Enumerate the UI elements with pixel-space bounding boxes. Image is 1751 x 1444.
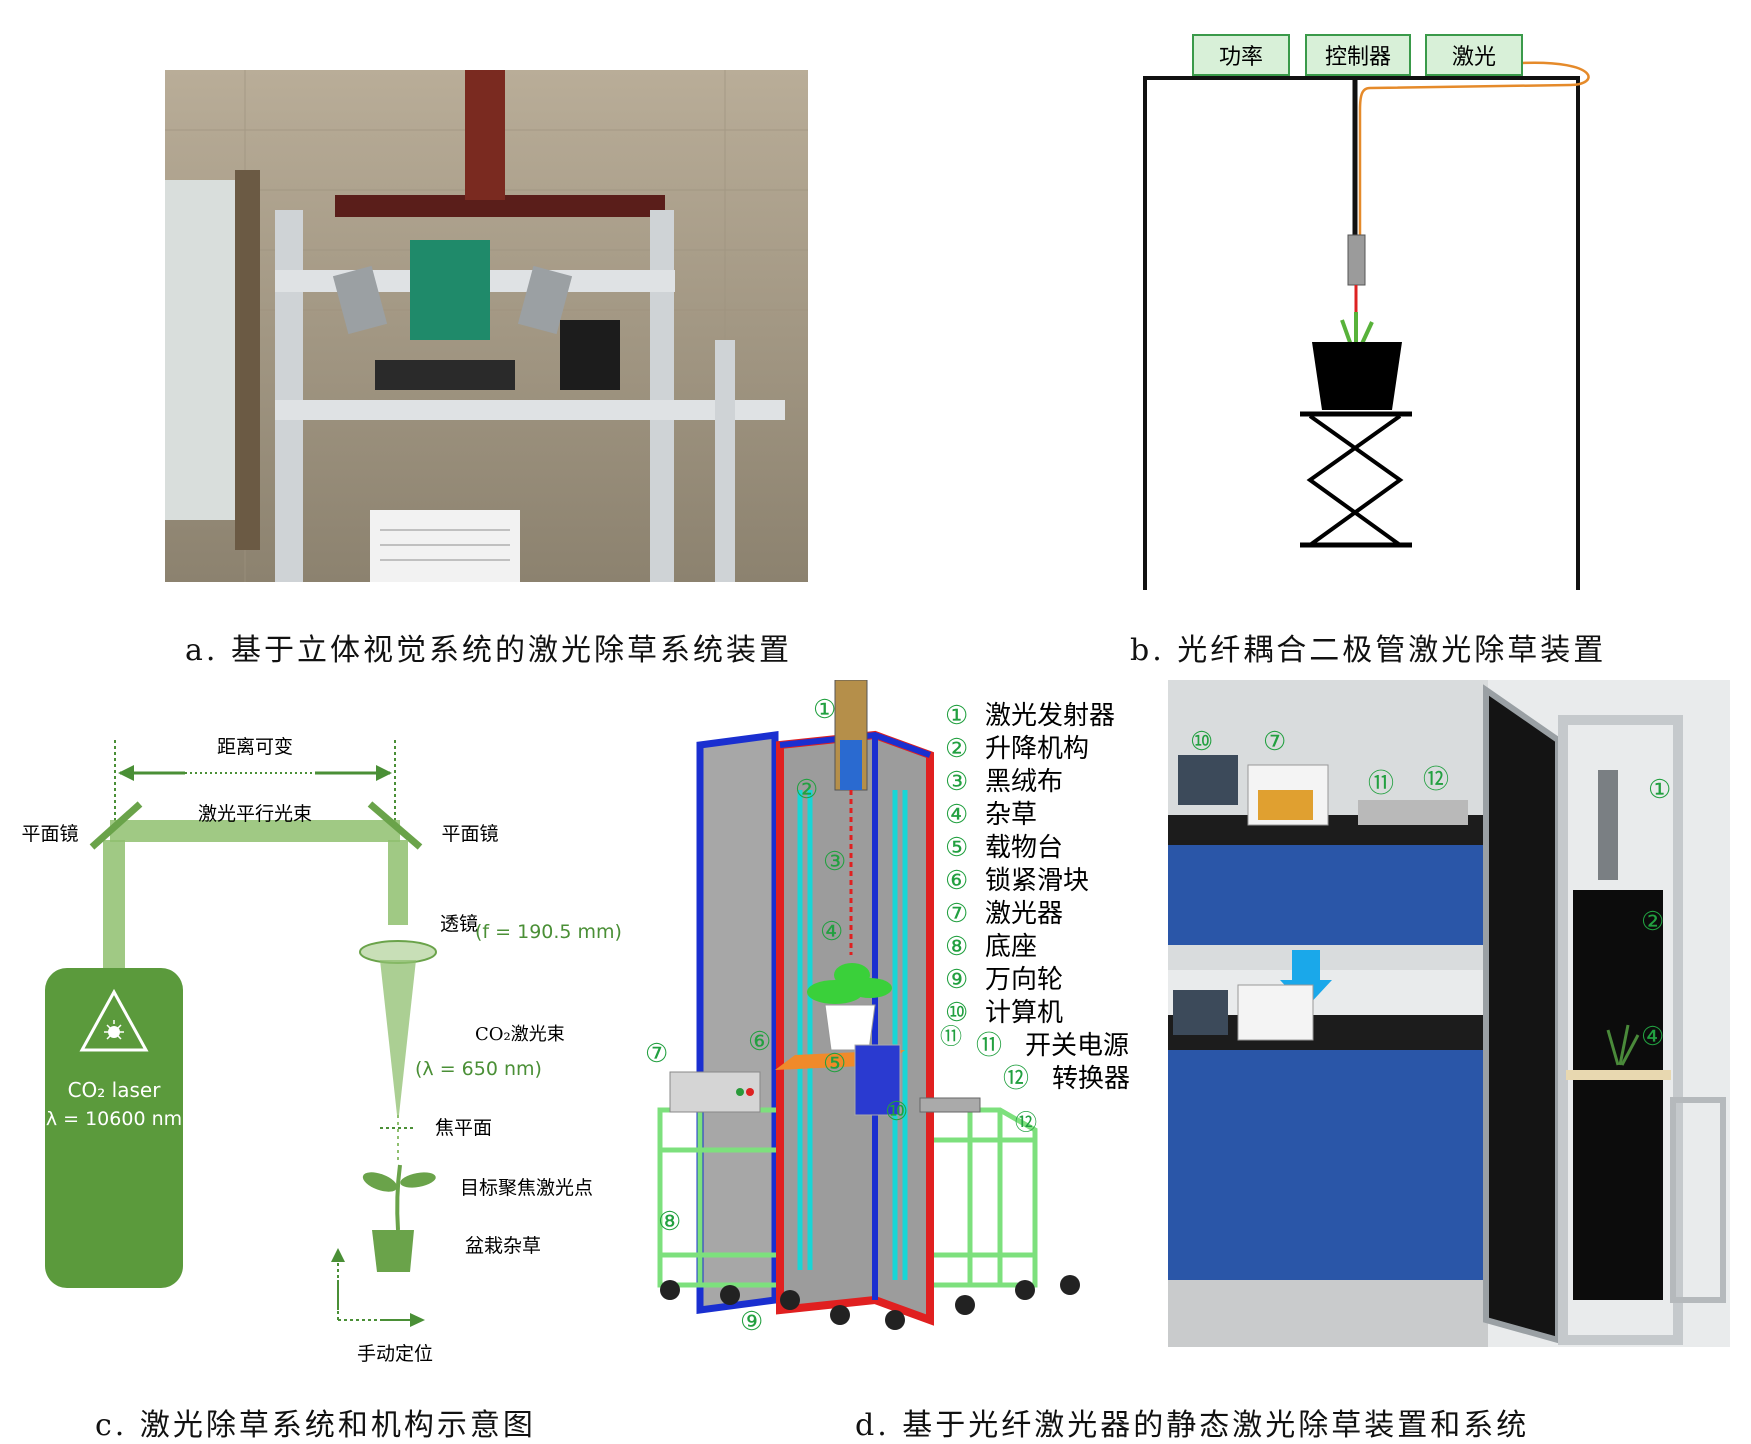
svg-text:平面镜: 平面镜 [441, 823, 498, 845]
laser-warning-icon [79, 988, 149, 1052]
laser-name: CO₂ laser [68, 1078, 162, 1102]
svg-text:④: ④ [1641, 1022, 1664, 1052]
pot [1312, 342, 1402, 410]
panel-d-model: ① ② ③ ④ ⑤ ⑥ ⑦ ⑧ ⑨ ⑩ ⑪ ⑫ [640, 679, 1150, 1345]
focal-length: (f = 190.5 mm) [475, 921, 622, 943]
svg-text:⑧: ⑧ [945, 932, 968, 962]
beam-wavelength: (λ = 650 nm) [415, 1058, 542, 1080]
focal-plane-label: 焦平面 [435, 1117, 492, 1139]
laser-unit [669, 1071, 761, 1113]
svg-text:④: ④ [820, 917, 843, 947]
svg-text:计算机: 计算机 [985, 998, 1063, 1028]
black-curtain-door [1483, 684, 1561, 1344]
panel-d-photo: ⑩ ⑦ ⑪ ⑫ ① ② ④ [1168, 680, 1730, 1347]
potted-weed-label: 盆栽杂草 [465, 1235, 541, 1257]
svg-text:⑧: ⑧ [658, 1207, 681, 1237]
model-markers: ① ② ③ ④ ⑤ ⑥ ⑦ ⑧ ⑨ ⑩ ⑪ ⑫ [645, 695, 1037, 1337]
svg-text:⑥: ⑥ [945, 866, 968, 896]
svg-text:③: ③ [823, 847, 846, 877]
svg-text:开关电源: 开关电源 [1025, 1031, 1129, 1061]
svg-text:万向轮: 万向轮 [985, 965, 1063, 995]
panel-c-schematic: 距离可变 平面镜 平面镜 激光平行光束 透镜 (f = 190.5 mm) CO… [0, 720, 650, 1370]
casters [660, 1275, 1080, 1330]
svg-text:②: ② [1641, 907, 1664, 937]
caption-b: b. 光纤耦合二极管激光除草装置 [1130, 633, 1607, 668]
svg-text:⑩: ⑩ [885, 1097, 908, 1127]
target-point-label: 目标聚焦激光点 [460, 1177, 593, 1199]
svg-text:⑦: ⑦ [1263, 727, 1286, 757]
lift-columns [797, 790, 908, 1280]
svg-text:⑪: ⑪ [976, 1031, 1002, 1061]
box-controller: 控制器 [1305, 34, 1411, 76]
caption-c: c. 激光除草系统和机构示意图 [95, 1408, 536, 1443]
model-computer [854, 1044, 901, 1116]
laser-wavelength: (λ = 10600 nm) [38, 1108, 189, 1130]
svg-text:⑫: ⑫ [1423, 765, 1449, 795]
svg-text:⑪: ⑪ [1368, 769, 1394, 799]
beam-label: 激光平行光束 [198, 803, 312, 825]
model-weed [807, 963, 892, 1004]
caption-d: d. 基于光纤激光器的静态激光除草装置和系统 [855, 1408, 1530, 1443]
photo-markers: ⑩ ⑦ ⑪ ⑫ ① ② ④ [1190, 727, 1671, 1052]
panel-b-diagram: 功率 控制器 激光 [1130, 30, 1610, 592]
svg-text:CO₂激光束: CO₂激光束 [475, 1024, 565, 1045]
panel-a-photo [165, 70, 808, 582]
svg-text:②: ② [795, 775, 818, 805]
svg-text:③: ③ [945, 767, 968, 797]
manual-position-label: 手动定位 [357, 1343, 433, 1365]
parallel-beam [110, 820, 400, 842]
svg-text:⑫: ⑫ [1015, 1111, 1037, 1136]
svg-text:①: ① [813, 695, 836, 725]
svg-text:④: ④ [945, 800, 968, 830]
frame [1143, 76, 1580, 592]
photo-weed [1606, 1024, 1640, 1066]
svg-text:锁紧滑块: 锁紧滑块 [985, 866, 1089, 896]
caption-a: a. 基于立体视觉系统的激光除草系统装置 [185, 633, 792, 668]
svg-text:⑨: ⑨ [945, 965, 968, 995]
svg-text:⑫: ⑫ [1003, 1064, 1029, 1094]
photo-stage [1566, 1070, 1671, 1080]
box-power: 功率 [1192, 34, 1290, 76]
fiber-line [1358, 61, 1590, 235]
svg-text:①: ① [1648, 775, 1671, 805]
svg-text:转换器: 转换器 [1052, 1064, 1130, 1094]
svg-text:⑨: ⑨ [740, 1307, 763, 1337]
svg-text:⑪: ⑪ [940, 1025, 962, 1050]
box-laser: 激光 [1425, 34, 1523, 76]
svg-text:⑩: ⑩ [945, 998, 968, 1028]
svg-text:⑦: ⑦ [945, 899, 968, 929]
left-door [696, 731, 779, 1314]
converging-beam [380, 960, 416, 1115]
svg-text:激光: 激光 [1452, 45, 1496, 70]
svg-text:激光器: 激光器 [985, 899, 1063, 929]
svg-text:⑥: ⑥ [748, 1027, 771, 1057]
svg-text:⑤: ⑤ [945, 833, 968, 863]
svg-text:⑦: ⑦ [645, 1039, 668, 1069]
svg-text:控制器: 控制器 [1325, 45, 1391, 70]
mirror-left [89, 801, 143, 850]
svg-text:底座: 底座 [985, 932, 1037, 962]
distance-label: 距离可变 [217, 736, 293, 758]
lens [359, 940, 437, 964]
co2-laser-body [45, 968, 183, 1288]
svg-text:升降机构: 升降机构 [985, 734, 1089, 764]
svg-text:⑩: ⑩ [1190, 727, 1213, 757]
laser-head [1347, 234, 1366, 286]
svg-text:平面镜: 平面镜 [21, 823, 78, 845]
svg-text:激光发射器: 激光发射器 [985, 701, 1115, 731]
panel-d-legend: ① 激光发射器 ② 升降机构 ③ 黑绒布 ④ 杂草 ⑤ 载物台 ⑥ 锁紧滑块 ⑦… [940, 698, 1170, 1118]
svg-text:⑤: ⑤ [823, 1049, 846, 1079]
svg-text:功率: 功率 [1219, 45, 1263, 70]
model-pot [824, 1004, 876, 1051]
svg-text:载物台: 载物台 [985, 833, 1063, 863]
mirror-right [367, 801, 423, 850]
svg-text:黑绒布: 黑绒布 [985, 767, 1063, 797]
svg-text:②: ② [945, 734, 968, 764]
svg-text:杂草: 杂草 [985, 800, 1037, 830]
svg-text:透镜: 透镜 [440, 913, 478, 935]
svg-text:①: ① [945, 701, 968, 731]
weed-pot [372, 1230, 414, 1272]
